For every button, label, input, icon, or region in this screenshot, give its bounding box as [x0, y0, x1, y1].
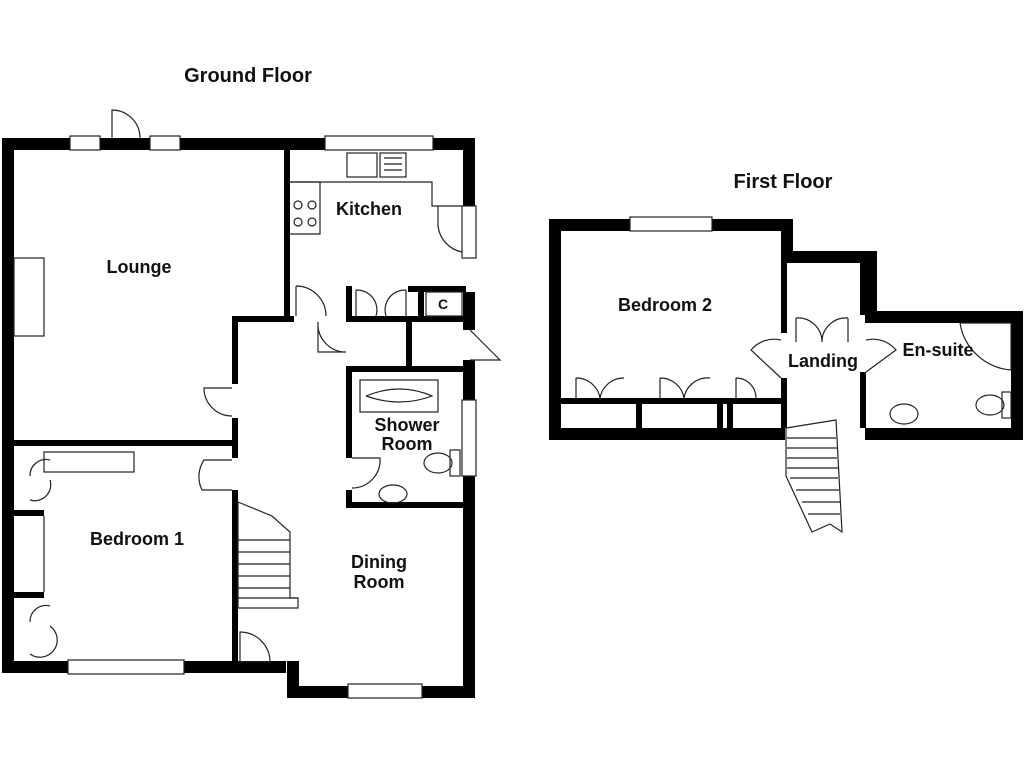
room-label-dining-line2: Room: [354, 572, 405, 592]
first-floor-fixtures: [785, 322, 1012, 534]
room-label-shower-line2: Room: [382, 434, 433, 454]
room-label-shower-line1: Shower: [374, 415, 439, 435]
ground-floor-doors: [29, 109, 502, 663]
first-floor-walls: [549, 219, 1023, 440]
room-label-ensuite: En-suite: [902, 340, 973, 360]
ground-floor-windows: [67, 135, 477, 699]
ground-floor-title: Ground Floor: [184, 65, 312, 87]
room-label-bedroom1: Bedroom 1: [90, 529, 184, 549]
room-label-lounge: Lounge: [107, 257, 172, 277]
ground-floor-fixtures: [13, 152, 463, 609]
first-floor-title: First Floor: [734, 171, 833, 193]
first-floor-plan: First Floor: [549, 171, 1023, 534]
room-label-bedroom2: Bedroom 2: [618, 295, 712, 315]
ground-floor-plan: Ground Floor: [2, 65, 502, 699]
first-floor-windows: [629, 216, 713, 232]
room-label-kitchen: Kitchen: [336, 199, 402, 219]
room-label-cupboard: C: [438, 296, 448, 312]
first-floor-doors: [575, 317, 897, 399]
room-label-dining-line1: Dining: [351, 552, 407, 572]
room-label-landing: Landing: [788, 351, 858, 371]
